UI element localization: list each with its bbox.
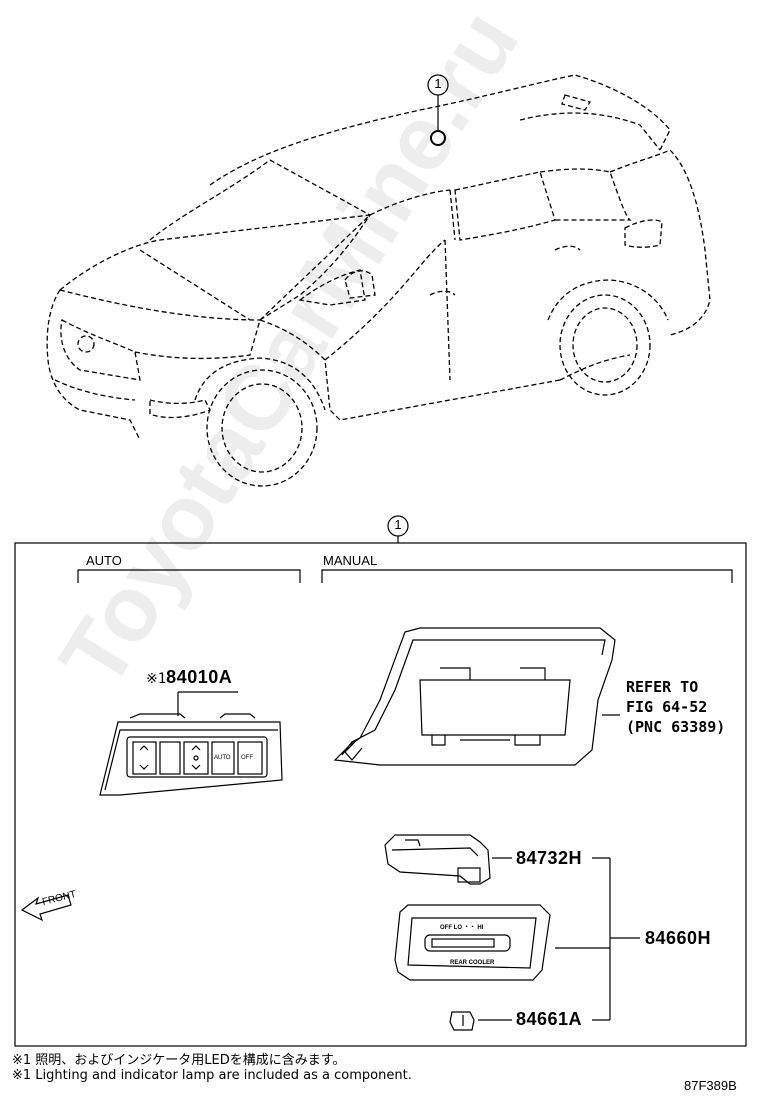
vehicle-callout	[427, 74, 449, 146]
detail-frame	[14, 542, 747, 1047]
note-mark: ※1	[146, 671, 167, 687]
part-84660H	[394, 904, 551, 981]
part-label-84661A: 84661A	[516, 1009, 583, 1029]
reference-note: REFER TO FIG 64-52 (PNC 63389)	[626, 677, 725, 737]
part-84661A	[449, 1011, 475, 1031]
reference-line-3: (PNC 63389)	[626, 718, 726, 736]
section-auto-label: AUTO	[86, 553, 122, 568]
part-label-84732H: 84732H	[516, 848, 583, 868]
reference-line-1: REFER TO	[626, 678, 699, 696]
part-number-84010A: 84010A	[166, 667, 233, 687]
switch-auto-text: AUTO	[214, 755, 231, 761]
bezel-refer-part	[333, 627, 616, 766]
section-manual-label: MANUAL	[323, 553, 378, 568]
footnote-japanese: ※1 照明、およびインジケータ用LEDを構成に含みます。	[12, 1053, 346, 1068]
switch-84010A	[99, 713, 283, 796]
cooler-name-text: REAR COOLER	[450, 960, 495, 966]
footnote-english: ※1 Lighting and indicator lamp are inclu…	[12, 1068, 412, 1083]
part-label-84660H: 84660H	[645, 928, 712, 948]
frame-callout-number: 1	[394, 517, 402, 532]
reference-line-2: FIG 64-52	[626, 698, 708, 716]
front-arrow	[20, 894, 72, 922]
vehicle-callout-number: 1	[434, 76, 442, 91]
part-84732H	[384, 834, 491, 885]
figure-code: 87F389B	[684, 1078, 737, 1093]
part-label-84010A: ※184010A	[146, 667, 232, 688]
switch-off-text: OFF	[241, 755, 253, 761]
vehicle-illustration	[46, 74, 711, 487]
cooler-mode-text: OFF LO ・・ HI	[440, 925, 484, 931]
